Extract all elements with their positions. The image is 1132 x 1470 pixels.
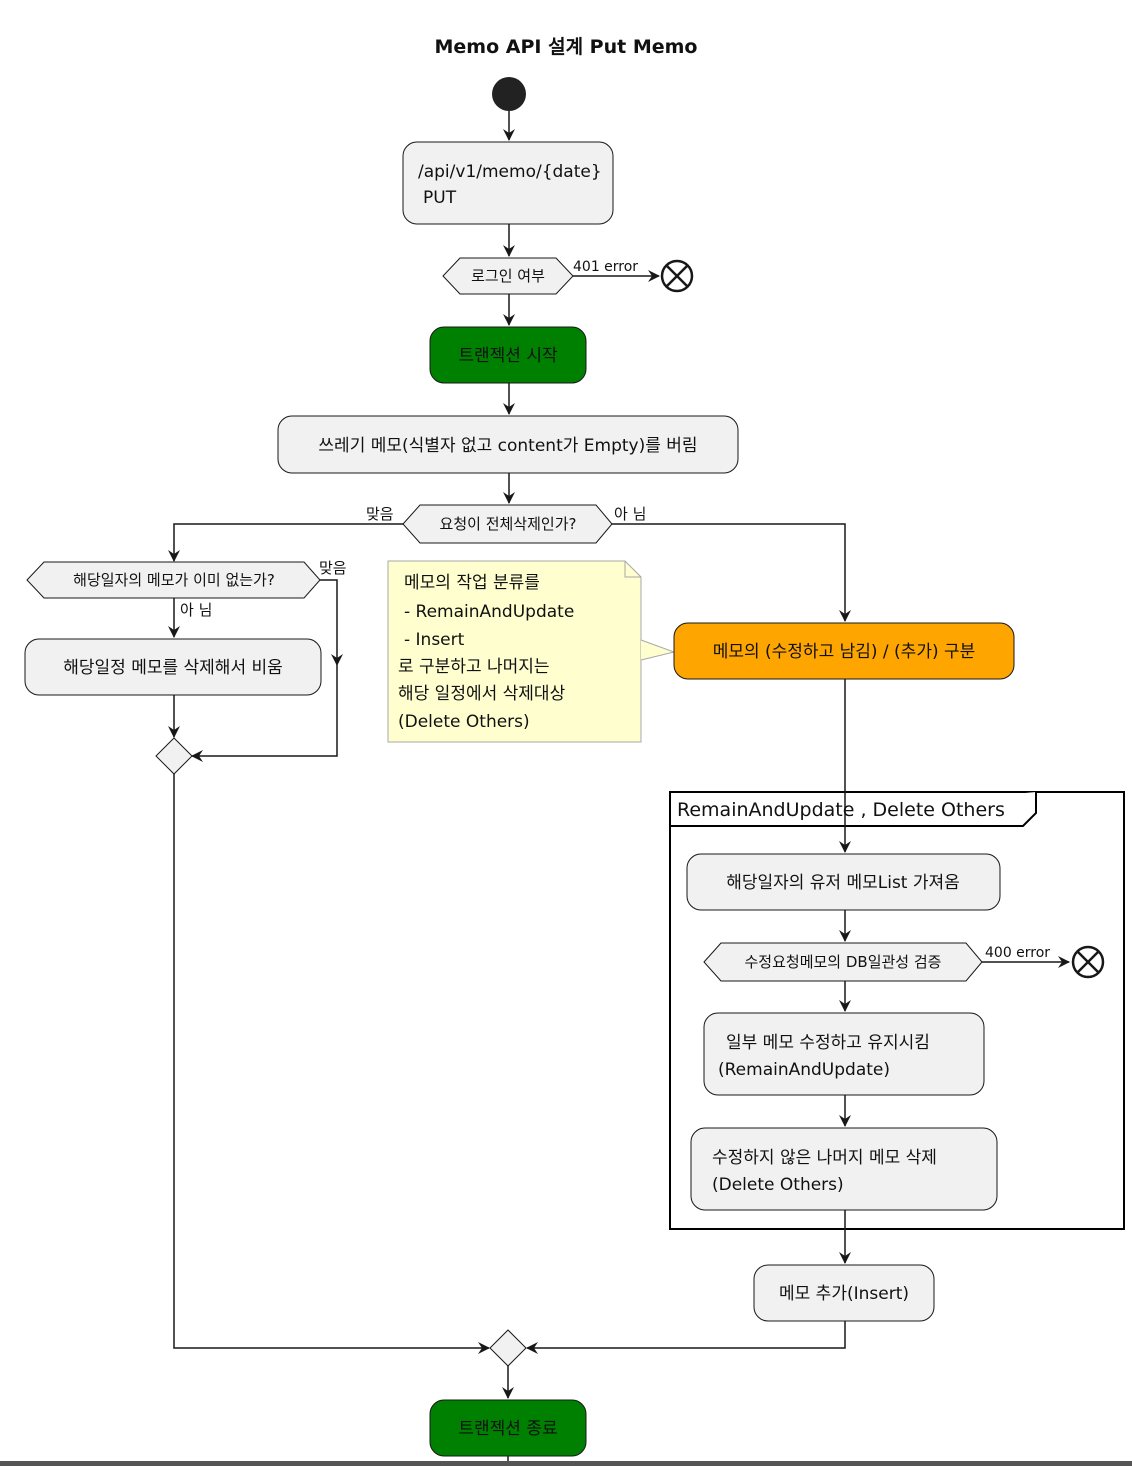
already-empty-no-label: 아 님 [180, 601, 212, 619]
clear-day-label: 해당일정 메모를 삭제해서 비움 [63, 658, 283, 678]
tx-end-label: 트랜젝션 종료 [458, 1419, 557, 1439]
edge-delete-all-yes [168, 523, 403, 562]
classify-box [673, 622, 1015, 680]
update-label-1: 일부 메모 수정하고 유지시킴 [726, 1033, 930, 1053]
note-line-4: 로 구분하고 나머지는 [398, 657, 550, 677]
diagram-title: Memo API 설계 Put Memo [435, 36, 698, 58]
fetch-list-label: 해당일자의 유저 메모List 가져옴 [726, 873, 960, 893]
delete-all-no-label: 아 님 [614, 505, 646, 523]
db-error-end-icon [1071, 945, 1105, 979]
note-line-1: 메모의 작업 분류를 [404, 573, 540, 593]
update-box [703, 1012, 985, 1096]
db-error-label: 400 error [985, 945, 1050, 961]
edge-delete-all-no [612, 523, 851, 622]
db-check-label: 수정요청메모의 DB일관성 검증 [745, 953, 942, 971]
edge-left-final-merge [173, 774, 490, 1354]
endpoint-box [402, 141, 614, 225]
insert-box [753, 1264, 935, 1322]
note-line-5: 해당 일정에서 삭제대상 [398, 684, 566, 704]
already-empty-label: 해당일자의 메모가 이미 없는가? [73, 571, 275, 589]
login-error-end-icon [660, 259, 694, 293]
final-merge-diamond [489, 1329, 527, 1367]
discard-trash-box [277, 415, 739, 474]
edge-insert-merge [526, 1321, 846, 1354]
insert-label: 메모 추가(Insert) [779, 1284, 909, 1304]
tx-start-label: 트랜젝션 시작 [458, 346, 558, 366]
tx-start-box [429, 326, 587, 384]
login-check-label: 로그인 여부 [471, 267, 545, 285]
classification-note [387, 560, 676, 743]
login-error-label: 401 error [573, 259, 638, 275]
note-line-6: (Delete Others) [398, 712, 530, 732]
endpoint-path: /api/v1/memo/{date} [418, 162, 602, 182]
fetch-list-box [686, 853, 1001, 911]
delete-others-label-1: 수정하지 않은 나머지 메모 삭제 [712, 1148, 937, 1168]
edge-empty-yes-down [320, 579, 343, 666]
note-line-2: - RemainAndUpdate [404, 602, 574, 622]
left-merge-diamond [155, 737, 193, 775]
clear-day-box [24, 638, 322, 696]
frame-label: RemainAndUpdate , Delete Others [677, 799, 1005, 821]
delete-others-box [690, 1127, 998, 1211]
bottom-scroll-edge [0, 1461, 1132, 1466]
frame-label-tab [670, 792, 1037, 827]
classify-label: 메모의 (수정하고 남김) / (추가) 구분 [713, 642, 976, 662]
update-label-2: (RemainAndUpdate) [718, 1060, 890, 1080]
edge-empty-yes-merge [191, 665, 338, 762]
note-line-3: - Insert [404, 630, 465, 650]
delete-all-yes-label: 맞음 [366, 505, 394, 523]
remain-update-frame [669, 791, 1125, 1230]
start-node [492, 77, 526, 111]
delete-all-label: 요청이 전체삭제인가? [440, 515, 577, 533]
endpoint-method: PUT [423, 188, 457, 208]
delete-others-label-2: (Delete Others) [712, 1175, 844, 1195]
discard-trash-label: 쓰레기 메모(식별자 없고 content가 Empty)를 버림 [318, 436, 697, 456]
already-empty-yes-label: 맞음 [319, 559, 347, 577]
